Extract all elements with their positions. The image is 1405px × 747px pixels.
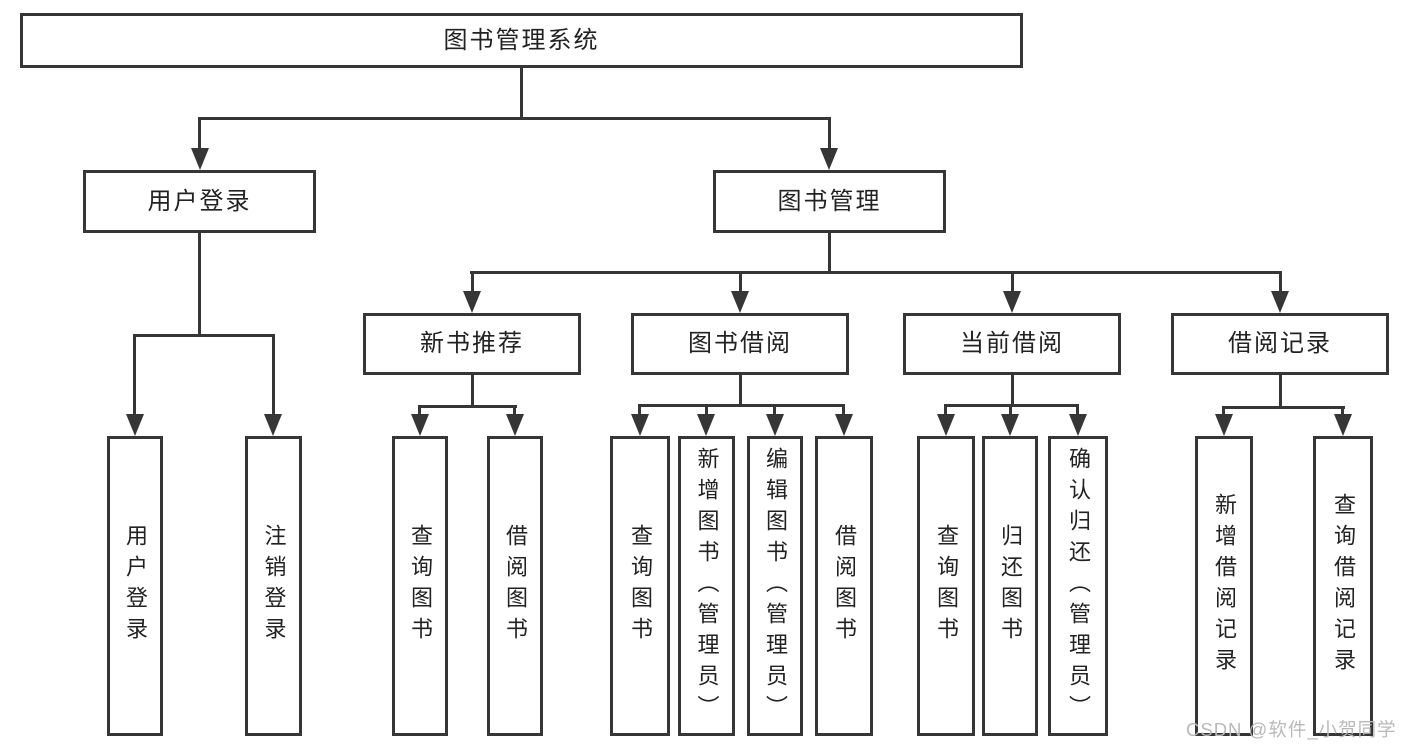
connector-line xyxy=(133,334,136,416)
arrowhead-down-icon xyxy=(631,414,649,436)
leaf-br-query-record: 查询借阅记录 xyxy=(1313,436,1373,736)
leaf-cb-return-books-label: 归还图书 xyxy=(998,524,1023,648)
leaf-bb-borrow-books-label: 借阅图书 xyxy=(832,524,857,648)
leaf-cb-query-books: 查询图书 xyxy=(917,436,975,736)
arrowhead-down-icon xyxy=(1069,414,1087,436)
connector-line xyxy=(1222,406,1345,409)
connector-line xyxy=(272,334,275,416)
connector-line xyxy=(470,271,1282,274)
leaf-bb-add-books-admin: 新增图书（管理员） xyxy=(678,436,735,736)
leaf-bb-add-books-admin-label: 新增图书（管理员） xyxy=(694,446,720,726)
connector-line xyxy=(1011,375,1014,406)
connector-line xyxy=(842,404,845,416)
node-borrow-records: 借阅记录 xyxy=(1171,313,1389,375)
leaf-bb-edit-books-admin: 编辑图书（管理员） xyxy=(747,436,803,736)
arrowhead-down-icon xyxy=(1215,414,1233,436)
leaf-cb-return-books: 归还图书 xyxy=(982,436,1038,736)
node-user-login: 用户登录 xyxy=(83,170,316,233)
leaf-nb-borrow-books: 借阅图书 xyxy=(487,436,543,736)
connector-line xyxy=(1076,404,1079,416)
leaf-cb-query-books-label: 查询图书 xyxy=(934,524,959,648)
node-book-borrow: 图书借阅 xyxy=(631,313,849,375)
arrowhead-down-icon xyxy=(835,414,853,436)
arrowhead-down-icon xyxy=(731,291,749,313)
connector-line xyxy=(1341,406,1344,416)
connector-line xyxy=(705,404,708,416)
connector-line xyxy=(944,404,947,416)
arrowhead-down-icon xyxy=(411,414,429,436)
arrowhead-down-icon xyxy=(126,414,144,436)
node-book-management-label: 图书管理 xyxy=(777,187,882,215)
node-new-book-recommend-label: 新书推荐 xyxy=(420,330,524,357)
connector-line xyxy=(198,233,201,336)
connector-line xyxy=(1222,406,1225,416)
connector-line xyxy=(513,405,516,416)
arrowhead-down-icon xyxy=(506,414,524,436)
leaf-cb-confirm-return-admin: 确认归还（管理员） xyxy=(1048,436,1108,736)
leaf-bb-edit-books-admin-label: 编辑图书（管理员） xyxy=(763,446,788,726)
arrowhead-down-icon xyxy=(1001,414,1019,436)
leaf-br-query-record-label: 查询借阅记录 xyxy=(1331,493,1356,679)
arrowhead-down-icon xyxy=(463,291,481,313)
arrowhead-down-icon xyxy=(191,148,209,170)
connector-line xyxy=(1011,271,1014,293)
arrowhead-down-icon xyxy=(697,414,715,436)
leaf-nb-query-books-label: 查询图书 xyxy=(408,524,433,648)
leaf-br-add-record: 新增借阅记录 xyxy=(1195,436,1253,736)
connector-line xyxy=(198,117,201,150)
connector-line xyxy=(133,334,275,337)
leaf-br-add-record-label: 新增借阅记录 xyxy=(1212,493,1237,679)
node-book-management: 图书管理 xyxy=(713,170,946,233)
leaf-bb-borrow-books: 借阅图书 xyxy=(815,436,873,736)
leaf-cb-confirm-return-admin-label: 确认归还（管理员） xyxy=(1066,446,1091,726)
connector-line xyxy=(198,117,831,120)
leaf-user-login: 用户登录 xyxy=(107,436,163,736)
connector-line xyxy=(520,68,523,119)
arrowhead-down-icon xyxy=(264,414,282,436)
arrowhead-down-icon xyxy=(1271,291,1289,313)
connector-line xyxy=(471,375,474,407)
leaf-user-login-label: 用户登录 xyxy=(123,524,148,648)
connector-line xyxy=(638,404,845,407)
arrowhead-down-icon xyxy=(937,414,955,436)
connector-line xyxy=(1009,404,1012,416)
node-borrow-records-label: 借阅记录 xyxy=(1228,330,1332,357)
leaf-nb-query-books: 查询图书 xyxy=(392,436,448,736)
node-root: 图书管理系统 xyxy=(20,13,1023,68)
node-current-borrow-label: 当前借阅 xyxy=(960,330,1064,357)
connector-line xyxy=(773,404,776,416)
leaf-bb-query-books: 查询图书 xyxy=(610,436,670,736)
arrowhead-down-icon xyxy=(766,414,784,436)
connector-line xyxy=(471,271,474,293)
connector-line xyxy=(828,117,831,150)
connector-line xyxy=(739,271,742,293)
node-new-book-recommend: 新书推荐 xyxy=(363,313,581,375)
leaf-nb-borrow-books-label: 借阅图书 xyxy=(503,524,528,648)
leaf-bb-query-books-label: 查询图书 xyxy=(628,524,653,648)
connector-line xyxy=(638,404,641,416)
connector-line xyxy=(828,233,831,273)
arrowhead-down-icon xyxy=(1003,291,1021,313)
watermark-text: CSDN @软件_小贺同学 xyxy=(1186,719,1397,740)
connector-line xyxy=(1279,271,1282,293)
node-current-borrow: 当前借阅 xyxy=(903,313,1121,375)
node-book-borrow-label: 图书借阅 xyxy=(688,330,792,357)
leaf-logout-label: 注销登录 xyxy=(261,524,287,648)
arrowhead-down-icon xyxy=(820,148,838,170)
node-root-label: 图书管理系统 xyxy=(443,26,600,54)
connector-line xyxy=(418,405,517,408)
connector-line xyxy=(1279,375,1282,408)
node-user-login-label: 用户登录 xyxy=(147,187,252,215)
connector-line xyxy=(739,375,742,406)
arrowhead-down-icon xyxy=(1334,414,1352,436)
connector-line xyxy=(418,405,421,416)
leaf-logout: 注销登录 xyxy=(245,436,302,736)
